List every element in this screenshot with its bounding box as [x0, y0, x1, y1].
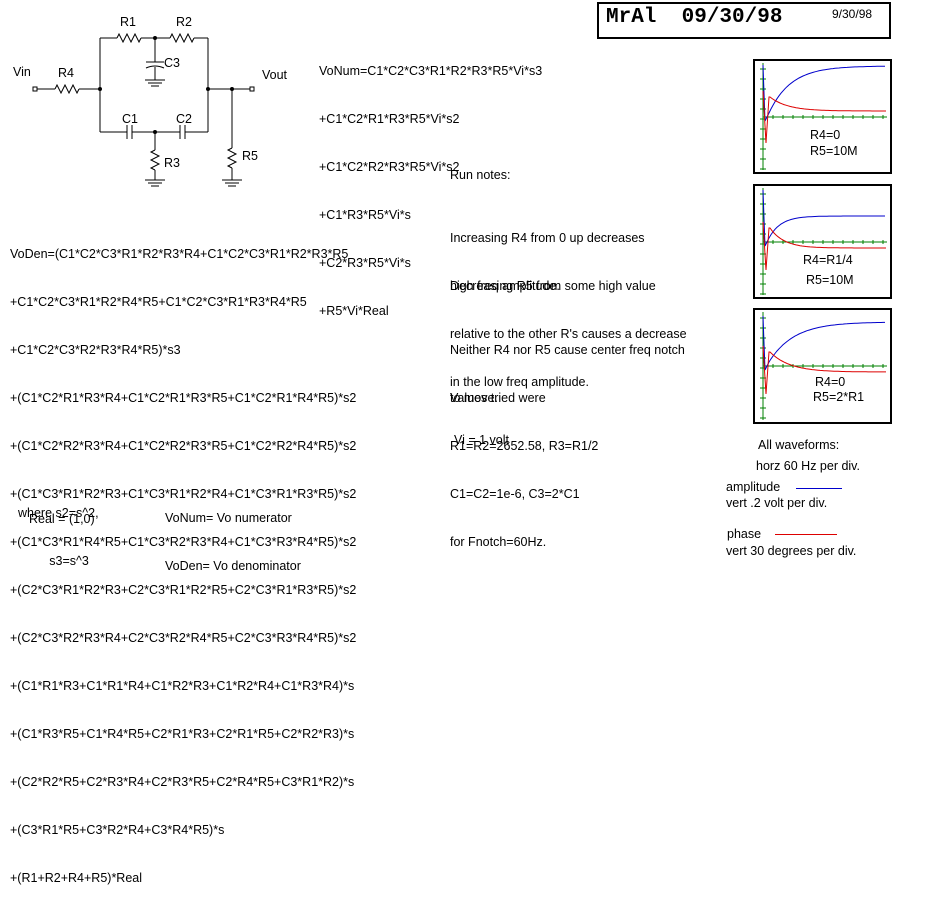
definitions: VoNum= Vo numerator VoDen= Vo denominato…: [165, 478, 301, 590]
legend-phase-swatch: [775, 534, 837, 535]
legend-all-waveforms: All waveforms:: [758, 438, 840, 452]
equation-line: +(R1+R2+R4+R5)*Real: [10, 871, 143, 885]
equation-line: +C1*C2*C3*R1*R2*R4*R5+C1*C2*C3*R1*R3*R4*…: [10, 295, 307, 309]
equation-line: +C2*R3*R5*Vi*s: [319, 256, 411, 270]
header-title: MrAl 09/30/98: [606, 6, 783, 29]
equation-line: +(C2*R2*R5+C2*R3*R4+C2*R3*R5+C2*R4*R5+C3…: [10, 775, 355, 789]
label-r4: R4: [58, 66, 74, 80]
note-line: Increasing R4 from 0 up decreases: [450, 231, 645, 245]
circuit-schematic: Vin R4 R1 R2 C3 Vout C1 C2 R3 R5: [13, 15, 288, 187]
where-note: where s2=s^2, s3=s^3: [18, 473, 99, 585]
waveform-plot: R4=0 R5=10M: [760, 63, 887, 170]
equation-line: +(C2*C3*R2*R3*R4+C2*C3*R2*R4*R5+C2*C3*R3…: [10, 631, 357, 645]
label-c2: C2: [176, 112, 192, 126]
equation-line: +(C1*R3*R5+C1*R4*R5+C2*R1*R3+C2*R1*R5+C2…: [10, 727, 355, 741]
legend-amplitude-swatch: [796, 488, 842, 489]
label-r3: R3: [164, 156, 180, 170]
header-date: 9/30/98: [832, 7, 873, 21]
legend-amplitude-vert: vert .2 volt per div.: [726, 496, 828, 510]
run-note-r4: Increasing R4 from 0 up decreases high f…: [450, 198, 645, 310]
note-line: high freq amplitude.: [450, 279, 560, 293]
definition-line: VoNum= Vo numerator: [165, 511, 292, 525]
equation-line: +C1*C2*R2*R3*R5*Vi*s2: [319, 160, 460, 174]
label-r1: R1: [120, 15, 136, 29]
plot-label: R4=R1/4: [803, 253, 853, 267]
definition-line: VoDen= Vo denominator: [165, 559, 301, 573]
equation-line: VoNum=C1*C2*C3*R1*R2*R3*R5*Vi*s3: [319, 64, 543, 78]
where-line: s3=s^3: [18, 554, 89, 568]
note-line: Decreasing R5 from some high value: [450, 279, 656, 293]
label-c3: C3: [164, 56, 180, 70]
equation-line: +C1*R3*R5*Vi*s: [319, 208, 411, 222]
legend-phase-label: phase: [727, 527, 762, 541]
values-tried: Values tried were R1=R2=2652.58, R3=R1/2…: [450, 358, 598, 566]
legend-amplitude-label: amplitude: [726, 480, 781, 494]
note-line: to move.: [450, 391, 498, 405]
note-line: R1=R2=2652.58, R3=R1/2: [450, 439, 599, 453]
label-c1: C1: [122, 112, 138, 126]
note-line: C1=C2=1e-6, C3=2*C1: [450, 487, 580, 501]
equation-line: +(C1*R1*R3+C1*R1*R4+C1*R2*R3+C1*R2*R4+C1…: [10, 679, 355, 693]
amplitude-curve: [762, 189, 885, 247]
plot-label: R5=10M: [806, 273, 854, 287]
label-r2: R2: [176, 15, 192, 29]
legend-phase-vert: vert 30 degrees per div.: [726, 544, 857, 558]
vi-note: Vi = 1 volt: [454, 433, 510, 447]
waveform-plot: R4=R1/4 R5=10M: [760, 188, 887, 295]
note-line: for Fnotch=60Hz.: [450, 535, 547, 549]
run-note-r5: Decreasing R5 from some high value relat…: [450, 246, 687, 406]
note-line: Neither R4 nor R5 cause center freq notc…: [450, 343, 685, 357]
plot-label: R4=0: [810, 128, 840, 142]
equation-line: +C1*C2*C3*R2*R3*R4*R5)*s3: [10, 343, 181, 357]
plot-label: R5=2*R1: [813, 390, 864, 404]
phase-curve: [762, 345, 886, 395]
vonum-equation: VoNum=C1*C2*C3*R1*R2*R3*R5*Vi*s3 +C1*C2*…: [319, 31, 542, 335]
phase-curve: [762, 221, 886, 271]
equation-line: +(C1*C3*R1*R2*R3+C1*C3*R1*R2*R4+C1*C3*R1…: [10, 487, 357, 501]
real-note: Real = (1,0): [29, 512, 95, 526]
phase-curve: [762, 90, 886, 144]
waveform-plot: R4=0 R5=2*R1: [760, 312, 887, 420]
label-vout: Vout: [262, 68, 288, 82]
waveform-panel: R4=0 R5=10M: [753, 59, 892, 174]
note-line: relative to the other R's causes a decre…: [450, 327, 687, 341]
equation-line: +(C3*R1*R5+C3*R2*R4+C3*R4*R5)*s: [10, 823, 225, 837]
run-notes-heading: Run notes:: [450, 168, 511, 182]
plot-label: R5=10M: [810, 144, 858, 158]
equation-line: +C1*C2*R1*R3*R5*Vi*s2: [319, 112, 460, 126]
equation-line: +(C1*C2*R2*R3*R4+C1*C2*R2*R3*R5+C1*C2*R2…: [10, 439, 357, 453]
amplitude-curve: [762, 64, 886, 122]
equation-line: VoDen=(C1*C2*C3*R1*R2*R3*R4+C1*C2*C3*R1*…: [10, 247, 349, 261]
label-vin: Vin: [13, 65, 31, 79]
waveform-panel: R4=R1/4 R5=10M: [753, 184, 892, 299]
legend-horz: horz 60 Hz per div.: [756, 459, 860, 473]
equation-line: +(C1*C3*R1*R4*R5+C1*C3*R2*R3*R4+C1*C3*R3…: [10, 535, 357, 549]
label-r5: R5: [242, 149, 258, 163]
where-line: where s2=s^2,: [18, 506, 99, 520]
note-line: Values tried were: [450, 391, 546, 405]
note-line: in the low freq amplitude.: [450, 375, 589, 389]
equation-line: +(C2*C3*R1*R2*R3+C2*C3*R1*R2*R5+C2*C3*R1…: [10, 583, 357, 597]
waveform-panel: R4=0 R5=2*R1: [753, 308, 892, 424]
equation-line: +R5*Vi*Real: [319, 304, 389, 318]
run-note-notch: Neither R4 nor R5 cause center freq notc…: [450, 310, 685, 422]
amplitude-curve: [762, 315, 885, 371]
plot-label: R4=0: [815, 375, 845, 389]
equation-line: +(C1*C2*R1*R3*R4+C1*C2*R1*R3*R5+C1*C2*R1…: [10, 391, 357, 405]
header-box: [597, 2, 891, 39]
